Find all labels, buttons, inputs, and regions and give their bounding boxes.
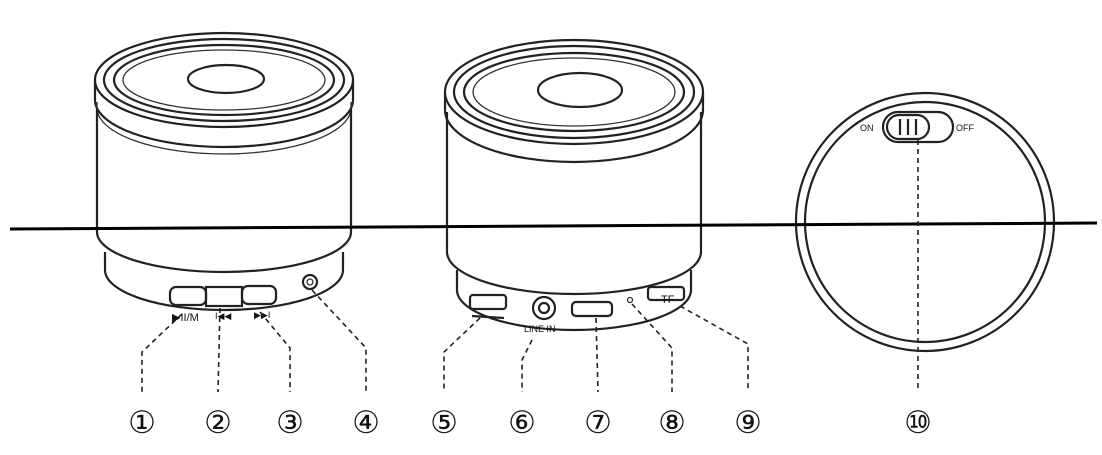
leader-6 [521, 339, 533, 392]
play-pause-label: ▶II/M [172, 312, 199, 324]
back-top-cap [536, 71, 624, 109]
callout-9: ⑨ [734, 405, 762, 441]
front-top-rim-inner [102, 37, 346, 123]
front-base [103, 252, 345, 312]
leader-5 [443, 317, 481, 392]
leader-4 [311, 289, 367, 392]
power-switch-knob[interactable] [885, 113, 931, 141]
leader-7 [595, 317, 599, 393]
micro-usb-port [570, 300, 614, 318]
play-pause-button[interactable] [168, 285, 208, 307]
leader-1 [141, 313, 183, 392]
callout-4: ④ [352, 405, 380, 441]
front-top-rim [93, 31, 355, 129]
back-top-ring-inner [472, 57, 676, 127]
line-in-jack-inner [537, 301, 551, 315]
leader-3 [259, 311, 291, 392]
off-label: OFF [956, 123, 974, 133]
line-in-jack [531, 295, 557, 321]
horizontal-divider-line [9, 221, 1098, 231]
prev-label: I◀◀ [215, 311, 231, 321]
switch-grip-lines [898, 119, 918, 135]
prev-button[interactable] [204, 285, 244, 308]
front-top-cap [186, 63, 266, 95]
callout-2: ② [204, 405, 232, 441]
front-top-band [93, 80, 355, 149]
back-top-rim [443, 38, 705, 146]
back-body-bottom [445, 251, 703, 296]
next-button[interactable] [240, 284, 278, 306]
callout-7: ⑦ [584, 405, 612, 441]
front-top-ring [112, 43, 336, 117]
back-speaker: LINE IN TF [443, 38, 705, 334]
callout-6: ⑥ [508, 405, 536, 441]
back-top-rim-inner [452, 44, 696, 140]
mic-hole-inner [306, 278, 314, 286]
leader-lines [141, 140, 919, 393]
callout-numbers: ① ② ③ ④ ⑤ ⑥ ⑦ ⑧ ⑨ ⑩ [128, 405, 932, 441]
callout-10: ⑩ [904, 405, 932, 441]
front-top-band-edge [96, 102, 352, 155]
tf-card-slot [646, 285, 686, 302]
mic-hole [301, 273, 319, 291]
callout-1: ① [128, 405, 156, 441]
front-body-bottom [95, 231, 353, 274]
usb-symbol [471, 314, 505, 320]
reset-hole [626, 296, 634, 304]
leader-8 [631, 303, 673, 392]
callout-3: ③ [276, 405, 304, 441]
callout-8: ⑧ [658, 405, 686, 441]
front-speaker: ▶II/M I◀◀ ▶▶I [93, 31, 355, 324]
on-label: ON [860, 123, 874, 133]
front-top-ring-inner [122, 49, 326, 111]
back-top-band [443, 92, 705, 164]
usb-port [468, 293, 508, 311]
leader-9 [679, 305, 749, 392]
back-top-ring [462, 51, 686, 133]
tf-label: TF [661, 294, 675, 306]
line-in-label: LINE IN [524, 324, 556, 334]
callout-5: ⑤ [430, 405, 458, 441]
